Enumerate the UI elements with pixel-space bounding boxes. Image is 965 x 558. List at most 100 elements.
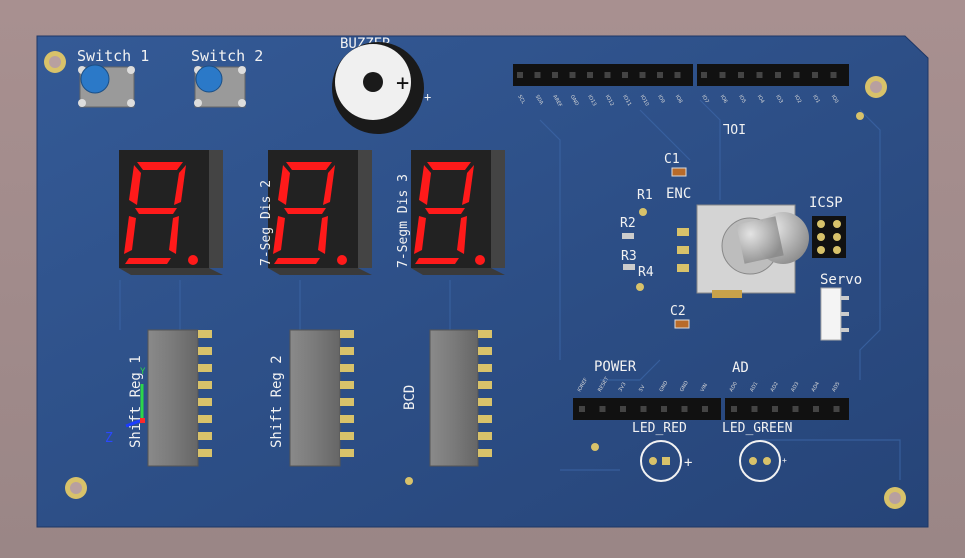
header-pin (657, 72, 663, 78)
shift-reg-1-chip (147, 329, 212, 467)
pin-label: AD4 (811, 381, 821, 393)
header-pin (793, 72, 800, 78)
led-green-plus: + (782, 456, 787, 465)
header-pin (775, 72, 781, 78)
buzzer (332, 42, 424, 134)
bcd-chip (429, 329, 492, 467)
led-red-label: LED_RED (632, 421, 687, 436)
r2-resistor (622, 233, 634, 239)
c1-label: C1 (664, 152, 680, 167)
seven-seg-display-2 (268, 150, 372, 275)
header-pin (622, 72, 628, 78)
header-pin (674, 72, 681, 78)
header-pin (604, 72, 611, 78)
icsp-header (812, 216, 846, 258)
switch-1-label: Switch 1 (77, 47, 149, 65)
r1-label: R1 (637, 188, 653, 203)
pin-label: 3V3 (618, 382, 628, 393)
led-green (739, 440, 781, 482)
header-ad (725, 398, 849, 420)
header-pin (620, 406, 626, 412)
header-pin (681, 406, 688, 412)
shift-reg-2-label: Shift Reg 2 (269, 355, 285, 448)
buzzer-plus: + (396, 71, 409, 96)
c2-capacitor (674, 319, 690, 329)
header-pin (792, 406, 799, 412)
pin-label: IO13 (586, 94, 597, 107)
pin-label: GND (679, 380, 690, 393)
pin-label: AD5 (831, 381, 841, 393)
pin-label: AD1 (749, 381, 759, 393)
header-pin (640, 406, 647, 412)
via (639, 208, 647, 216)
buzzer-plus-small: + (424, 90, 431, 104)
r4-label: R4 (638, 265, 654, 280)
header-ioh (513, 64, 693, 86)
c1-capacitor (671, 167, 687, 177)
dis2-label: 7-Seg Dis 2 (259, 180, 274, 266)
copper-traces (119, 99, 901, 480)
header-pin (830, 72, 837, 78)
pin-label: SCL (516, 94, 526, 105)
header-pin (731, 406, 737, 412)
iol-label: IOL (722, 120, 746, 135)
pin-label: IO11 (621, 94, 632, 107)
header-pin (813, 406, 819, 412)
led-red (640, 440, 682, 482)
via (856, 112, 864, 120)
via (591, 443, 599, 451)
via (636, 283, 644, 291)
led-red-plus: + (684, 455, 692, 471)
seven-seg-display-1 (119, 150, 223, 275)
header-pin (579, 406, 585, 412)
r3-resistor (623, 264, 635, 270)
switch-1-button[interactable] (80, 64, 110, 94)
rotary-encoder[interactable] (677, 204, 809, 298)
header-iol (697, 64, 849, 86)
axis-gizmo (125, 384, 145, 428)
axis-z-label: Z (105, 431, 113, 446)
pin-label: IO2 (793, 94, 802, 104)
enc-label: ENC (666, 186, 691, 202)
dis3-label: 7-Segm Dis 3 (396, 174, 411, 268)
header-pin (661, 406, 667, 412)
seven-seg-display-3 (411, 150, 505, 275)
pin-label: AD0 (729, 381, 739, 393)
pin-label: IO8 (674, 94, 683, 104)
header-pin (751, 406, 758, 412)
servo-connector (820, 287, 849, 341)
pin-label: IO12 (604, 94, 615, 107)
r3-label: R3 (621, 249, 637, 264)
header-pin (738, 72, 744, 78)
header-pin (702, 406, 708, 412)
pin-label: IO5 (737, 94, 746, 104)
via (405, 477, 413, 485)
switch-2-label: Switch 2 (191, 47, 263, 65)
header-pin (719, 72, 726, 78)
pin-label: IO9 (656, 94, 665, 104)
switch-2[interactable] (194, 65, 246, 108)
pin-label: GND (659, 380, 670, 393)
mounting-holes (44, 51, 906, 509)
pin-label: GND (569, 94, 580, 107)
switch-2-button[interactable] (195, 65, 223, 93)
switch-1[interactable] (78, 64, 135, 108)
icsp-label: ICSP (809, 195, 843, 211)
pin-label: IO3 (774, 94, 783, 104)
header-power (573, 398, 721, 420)
ad-label: AD (732, 360, 749, 376)
header-pin (587, 72, 593, 78)
header-pin (772, 406, 778, 412)
header-pin (534, 72, 541, 78)
header-pin (599, 406, 606, 412)
c2-label: C2 (670, 304, 686, 319)
header-pin (701, 72, 707, 78)
header-pin (517, 72, 523, 78)
pin-label: IO4 (756, 94, 765, 104)
r2-label: R2 (620, 216, 636, 231)
pin-label: IO0 (830, 94, 839, 104)
pin-label: VIN (700, 382, 710, 393)
header-pin (639, 72, 646, 78)
pin-label: AREF (551, 94, 563, 108)
